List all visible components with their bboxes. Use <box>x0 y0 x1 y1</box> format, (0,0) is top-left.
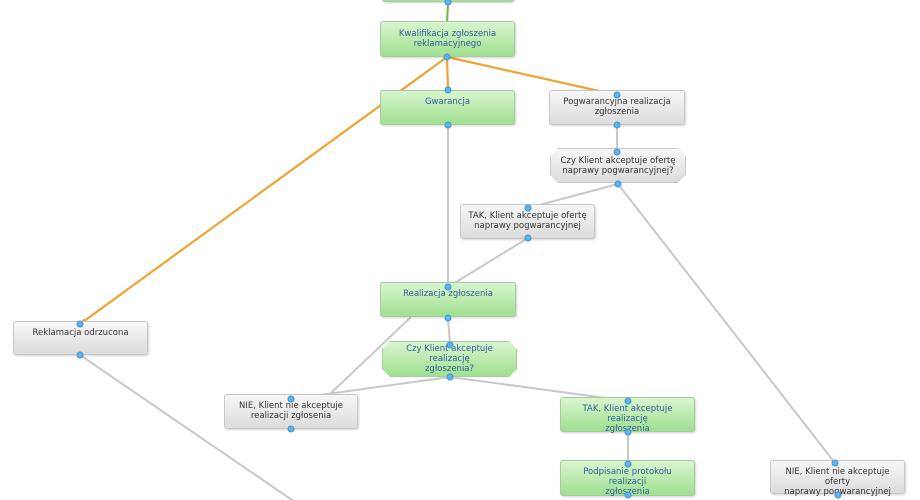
edge-nie-realizacja-realizacja <box>329 317 411 395</box>
port-top-out[interactable] <box>444 0 452 6</box>
port-tak-realizacja-in[interactable] <box>624 397 632 405</box>
port-nie-oferta-out[interactable] <box>834 491 842 499</box>
edge-kwalifikacja-gwarancja <box>445 55 450 92</box>
node-gwarancja[interactable]: Gwarancja <box>380 90 515 125</box>
port-pogwarancyjna-in[interactable] <box>613 91 621 99</box>
edge-tak-oferta-realizacja <box>447 237 529 288</box>
node-czy-oferta[interactable]: Czy Klient akceptuje ofertę naprawy pogw… <box>550 148 686 183</box>
port-podpisanie-in[interactable] <box>624 460 632 468</box>
port-czy-oferta-out[interactable] <box>614 180 622 188</box>
port-pogwarancyjna-out[interactable] <box>613 121 621 129</box>
edge-top-kwalifikacja <box>446 1 449 25</box>
port-nie-realizacja-in[interactable] <box>287 395 295 403</box>
port-kwalifikacja-out[interactable] <box>443 53 451 61</box>
port-tak-oferta-out[interactable] <box>524 234 532 242</box>
port-reklamacja-in[interactable] <box>76 320 84 328</box>
port-nie-realizacja-out[interactable] <box>287 425 295 433</box>
port-realizacja-in[interactable] <box>444 283 452 291</box>
edge-reklamacja-offscreen <box>79 354 293 500</box>
port-nie-oferta-in[interactable] <box>831 459 839 467</box>
port-czy-realizacja-in[interactable] <box>446 341 454 349</box>
node-kwalifikacja[interactable]: Kwalifikacja zgłoszenia reklamacyjnego <box>380 21 515 57</box>
edge-kwalifikacja-pogwarancyjna <box>445 55 619 97</box>
port-gwarancja-out[interactable] <box>444 121 452 129</box>
edge-czy-oferta-nie-oferta <box>617 183 836 464</box>
port-podpisanie-out[interactable] <box>624 491 632 499</box>
edge-realizacja-czy-realizacja <box>447 317 451 346</box>
port-tak-oferta-in[interactable] <box>524 204 532 212</box>
port-reklamacja-out[interactable] <box>76 351 84 359</box>
port-realizacja-out[interactable] <box>444 314 452 322</box>
port-czy-realizacja-out[interactable] <box>446 373 454 381</box>
port-czy-oferta-in[interactable] <box>613 148 621 156</box>
port-gwarancja-in[interactable] <box>444 86 452 94</box>
port-tak-realizacja-out[interactable] <box>624 428 632 436</box>
